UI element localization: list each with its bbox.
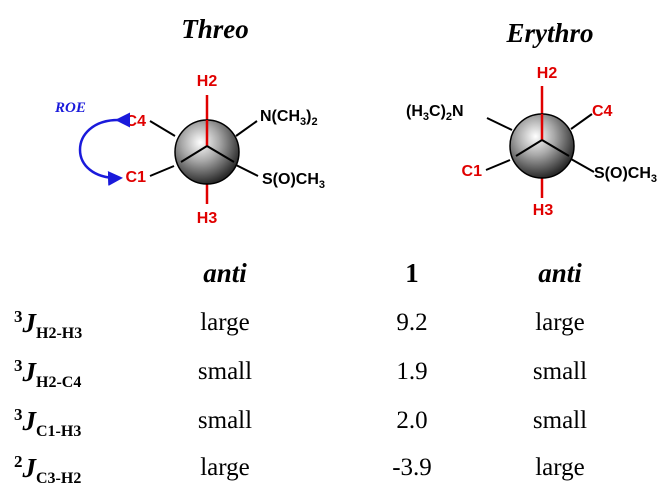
value-compound: 9.2 [396,309,427,336]
atom-c1: C1 [462,163,483,180]
newman-threo: H2 C4 C1 H3 N(CH3)2 S(O)CH3 ROE [54,73,325,227]
atom-h3: H3 [533,202,554,219]
bond-c4 [570,113,593,130]
value-erythro: small [533,358,587,385]
bond-c1 [485,159,511,171]
table-row: 3JC1-H3 small 2.0 small [14,405,587,440]
header-compound-1: 1 [405,258,419,288]
value-threo: small [198,358,252,385]
bond-nme2 [235,120,258,137]
coupling-label: 3JH2-C4 [14,356,81,391]
bond-front-right [541,139,570,157]
value-threo: large [200,454,250,481]
roe-arrow [78,112,131,186]
bond-front-left [180,145,208,163]
value-erythro: large [535,309,585,336]
value-threo: large [200,309,250,336]
bond-front-left [515,139,543,157]
bond-c1 [149,165,175,177]
table-row: 2JC3-H2 large -3.9 large [14,452,585,487]
coupling-label: 3JC1-H3 [14,405,81,440]
atom-c4: C4 [592,103,613,120]
value-erythro: large [535,454,585,481]
coupling-label: 2JC3-H2 [14,452,81,487]
value-compound: 2.0 [396,407,427,434]
roe-label: ROE [54,100,86,116]
atom-c4: C4 [126,113,147,130]
newman-erythro: H2 C4 C1 H3 (H3C)2N S(O)CH3 [406,65,657,219]
group-sme: S(O)CH3 [594,165,657,185]
bond-nme2 [486,117,513,131]
title-erythro: Erythro [505,18,593,48]
bond-front-right [206,145,235,163]
value-compound: 1.9 [396,358,427,385]
bond-sme [235,164,259,177]
group-sme: S(O)CH3 [262,171,325,191]
group-nme2: (H3C)2N [406,103,464,123]
bond-c4 [149,120,176,137]
atom-h2: H2 [197,73,218,90]
header-erythro-anti: anti [538,258,582,288]
title-threo: Threo [181,14,249,44]
bond-sme [570,158,595,173]
atom-h3: H3 [197,210,218,227]
value-compound: -3.9 [392,454,432,481]
value-erythro: small [533,407,587,434]
coupling-label: 3JH2-H3 [14,307,82,342]
value-threo: small [198,407,252,434]
atom-c1: C1 [126,169,147,186]
header-threo-anti: anti [203,258,247,288]
coupling-table: anti 1 anti 3JH2-H3 large 9.2 large 3JH2… [14,258,587,487]
table-row: 3JH2-C4 small 1.9 small [14,356,587,391]
group-nme2: N(CH3)2 [260,108,318,128]
table-row: 3JH2-H3 large 9.2 large [14,307,585,342]
atom-h2: H2 [537,65,558,82]
